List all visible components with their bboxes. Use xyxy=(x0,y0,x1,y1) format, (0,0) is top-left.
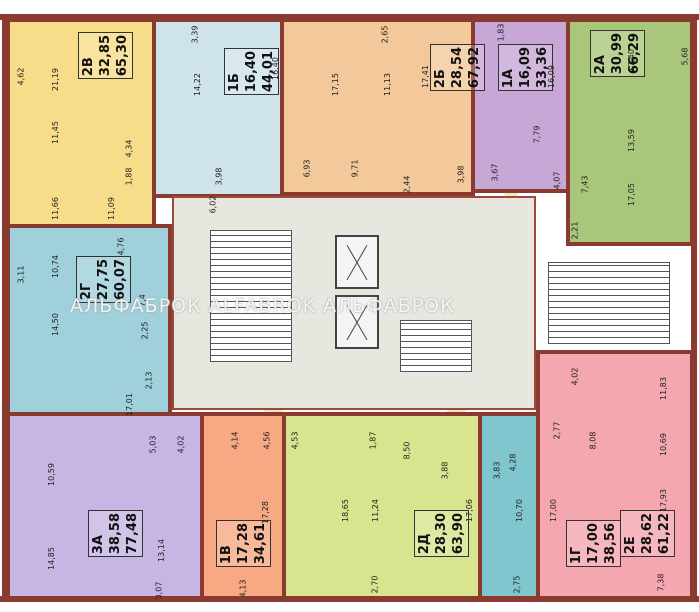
dimension-label: 3,98 xyxy=(214,167,224,186)
dimension-label: 3,67 xyxy=(490,163,500,182)
dimension-label: 7,79 xyxy=(532,125,542,144)
dimension-label: 17,01 xyxy=(124,393,134,416)
dimension-label: 6,93 xyxy=(302,159,312,178)
dimension-label: 4,28 xyxy=(508,453,518,472)
dimension-label: 4,14 xyxy=(230,431,240,450)
stairwell-left xyxy=(210,230,292,362)
dimension-label: 7,38 xyxy=(656,573,666,592)
dimension-label: 10,69 xyxy=(658,433,668,456)
dimension-label: 4,34 xyxy=(124,139,134,158)
dimension-label: 14,22 xyxy=(192,73,202,96)
dimension-label: 11,09 xyxy=(106,197,116,220)
dimension-label: 17,06 xyxy=(464,499,474,522)
dimension-label: 2,75 xyxy=(512,575,522,594)
dimension-label: 21,19 xyxy=(50,68,60,91)
dimension-label: 1,88 xyxy=(124,167,134,186)
dimension-label: 4,76 xyxy=(116,237,126,256)
wall xyxy=(691,14,697,602)
dimension-label: 11,13 xyxy=(382,73,392,96)
watermark-text: АЛЬФАБРОК ALFABROK АЛЬФАБРОК xyxy=(70,295,455,317)
dimension-label: 4,62 xyxy=(16,67,26,86)
dimension-label: 3,11 xyxy=(16,265,26,284)
dimension-label: 10,70 xyxy=(514,499,524,522)
dimension-label: 17,28 xyxy=(260,501,270,524)
dimension-label: 4,56 xyxy=(262,431,272,450)
dimension-label: 3,39 xyxy=(190,25,200,44)
dimension-label: 2,25 xyxy=(140,321,150,340)
dimension-label: 1,87 xyxy=(368,431,378,450)
dimension-label: 2,65 xyxy=(380,25,390,44)
dimension-label: 17,05 xyxy=(626,183,636,206)
dimension-label: 4,07 xyxy=(552,171,562,190)
dimension-label: 7,43 xyxy=(580,175,590,194)
dimension-label: 2,77 xyxy=(552,421,562,440)
dimension-label: 4,02 xyxy=(176,435,186,454)
dimension-label: 9,71 xyxy=(350,159,360,178)
dimension-label: 18,65 xyxy=(340,499,350,522)
dimension-label: 3,83 xyxy=(492,461,502,480)
dimension-label: 2,13 xyxy=(144,371,154,390)
elevator-1 xyxy=(335,235,379,289)
dimension-label: 13,59 xyxy=(626,129,636,152)
unit-1v[interactable] xyxy=(200,412,286,602)
dimension-label: 17,00 xyxy=(548,499,558,522)
wall xyxy=(0,596,699,602)
dimension-label: 2,21 xyxy=(570,221,580,240)
dimension-label: 2,44 xyxy=(402,175,412,194)
unit-2d[interactable] xyxy=(282,412,482,602)
elevator-2 xyxy=(335,295,379,349)
dimension-label: 5,03 xyxy=(148,435,158,454)
dimension-label: 14,50 xyxy=(50,313,60,336)
dimension-label: 11,66 xyxy=(50,197,60,220)
dimension-label: 4,13 xyxy=(238,579,248,598)
dimension-label: 17,15 xyxy=(330,73,340,96)
dimension-label: 10,74 xyxy=(50,255,60,278)
dimension-label: 8,08 xyxy=(588,431,598,450)
dimension-label: 11,83 xyxy=(658,377,668,400)
dimension-label: 17,41 xyxy=(420,65,430,88)
dimension-label: 3,07 xyxy=(154,581,164,600)
dimension-label: 2,70 xyxy=(370,575,380,594)
dimension-label: 4,53 xyxy=(290,431,300,450)
dimension-label: 17,40 xyxy=(626,49,636,72)
dimension-label: 4,02 xyxy=(570,367,580,386)
dimension-label: 14,85 xyxy=(46,547,56,570)
dimension-label: 17,93 xyxy=(658,489,668,512)
wall xyxy=(0,14,699,20)
dimension-label: 16,09 xyxy=(546,65,556,88)
unit-2v[interactable] xyxy=(6,18,156,228)
wall xyxy=(2,14,8,602)
dimension-label: 8,50 xyxy=(402,441,412,460)
unit-2e[interactable] xyxy=(536,350,694,602)
dimension-label: 10,59 xyxy=(46,463,56,486)
dimension-label: 13,14 xyxy=(156,539,166,562)
dimension-label: 6,02 xyxy=(208,195,218,214)
dimension-label: 11,24 xyxy=(370,499,380,522)
dimension-label: 11,45 xyxy=(50,121,60,144)
dimension-label: 1,83 xyxy=(496,23,506,42)
dimension-label: 3,98 xyxy=(456,165,466,184)
dimension-label: 5,68 xyxy=(680,47,690,66)
stairwell-right xyxy=(548,262,670,344)
dimension-label: 3,88 xyxy=(440,461,450,480)
stairwell-center xyxy=(400,320,472,372)
dimension-label: 16,40 xyxy=(270,57,280,80)
